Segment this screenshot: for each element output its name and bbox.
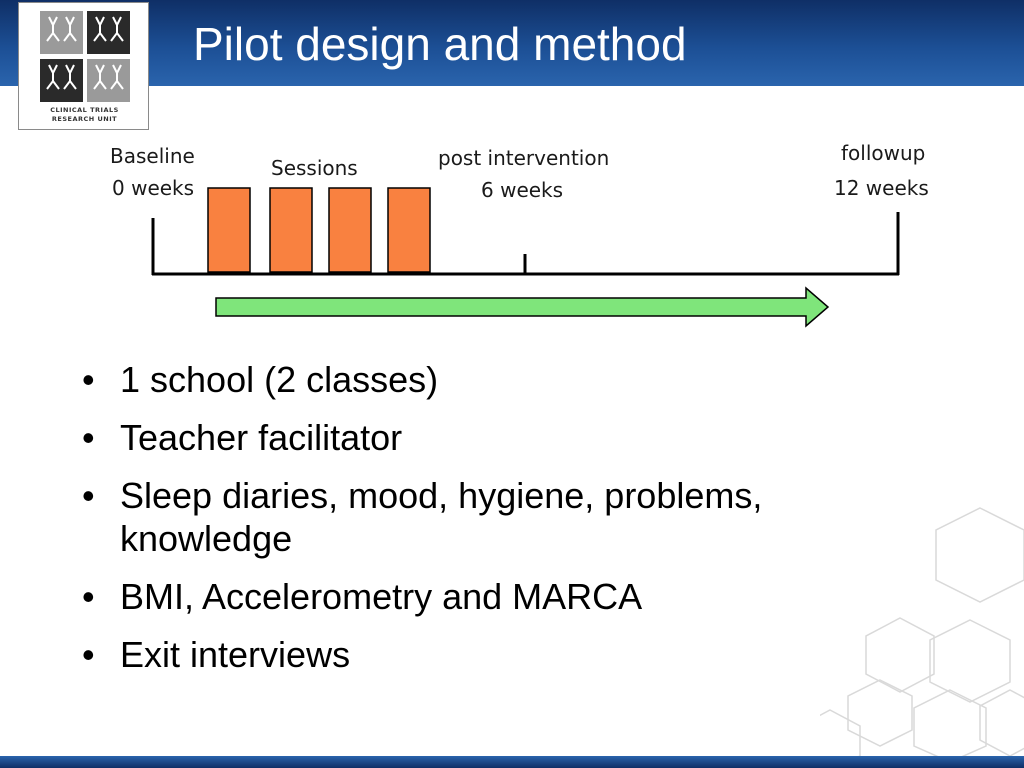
sessions-label: Sessions <box>271 156 358 180</box>
logo-figures-icon <box>40 11 130 102</box>
hexagon-pattern-icon <box>820 507 1024 756</box>
bullet-list: 1 school (2 classes) Teacher facilitator… <box>80 358 780 691</box>
session-block <box>328 187 372 273</box>
session-block <box>207 187 251 273</box>
ctru-logo: CLINICAL TRIALS RESEARCH UNIT <box>18 2 149 130</box>
followup-label: followup <box>841 141 926 165</box>
slide-header <box>0 0 1024 86</box>
slide-footer <box>0 756 1024 768</box>
post-intervention-label: post intervention <box>438 146 610 170</box>
session-block <box>269 187 313 273</box>
bullet-item: Sleep diaries, mood, hygiene, problems, … <box>80 474 780 560</box>
baseline-label: Baseline <box>110 144 195 168</box>
bullet-item: 1 school (2 classes) <box>80 358 780 401</box>
logo-line-1: CLINICAL TRIALS <box>50 106 119 114</box>
bullet-item: Exit interviews <box>80 633 780 676</box>
baseline-time: 0 weeks <box>112 176 195 200</box>
post-intervention-time: 6 weeks <box>481 178 564 202</box>
timeline-diagram <box>151 187 900 328</box>
slide-title: Pilot design and method <box>193 18 687 70</box>
logo-line-2: RESEARCH UNIT <box>51 115 118 123</box>
progress-arrow-icon <box>215 286 830 328</box>
followup-time: 12 weeks <box>834 176 929 200</box>
bullet-item: BMI, Accelerometry and MARCA <box>80 575 780 618</box>
bullet-item: Teacher facilitator <box>80 416 780 459</box>
session-block <box>387 187 431 273</box>
